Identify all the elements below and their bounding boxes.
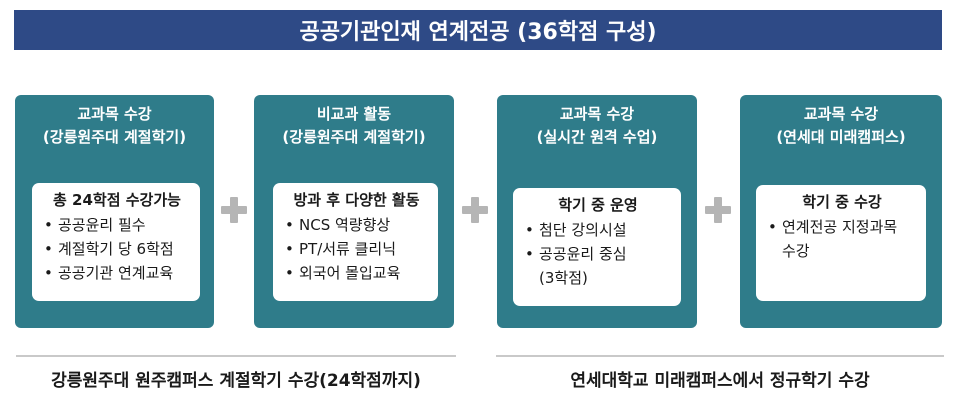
footer-left-caption: 강릉원주대 원주캠퍼스 계절학기 수강(24학점까지) — [51, 370, 421, 391]
card-detail-heading: 총 24학점 수강가능 — [53, 191, 181, 209]
card-title: 교과목 수강 (강릉원주대 계절학기) — [15, 103, 214, 149]
list-item: 공공윤리 필수 — [42, 213, 192, 237]
card-course-gwnu-seasonal: 교과목 수강 (강릉원주대 계절학기) 총 24학점 수강가능 공공윤리 필수 … — [15, 95, 214, 328]
list-item: 첨단 강의시설 — [523, 218, 673, 242]
footer-right-caption: 연세대학교 미래캠퍼스에서 정규학기 수강 — [570, 370, 870, 391]
card-detail-box: 방과 후 다양한 활동 NCS 역량향상 PT/서류 클리닉 외국어 몰입교육 — [273, 183, 438, 301]
plus-icon — [221, 197, 247, 223]
card-detail-heading: 학기 중 운영 — [558, 196, 638, 214]
plus-icon — [462, 197, 488, 223]
list-item: NCS 역량향상 — [283, 213, 430, 237]
card-title: 교과목 수강 (연세대 미래캠퍼스) — [740, 103, 942, 149]
list-item: 공공윤리 중심 — [523, 242, 673, 266]
card-detail-list: 연계전공 지정과목 수강 — [766, 215, 918, 263]
card-title-line-2: (강릉원주대 계절학기) — [42, 128, 187, 146]
list-item: 외국어 몰입교육 — [283, 261, 430, 285]
footer-divider-left — [16, 355, 456, 357]
card-title-line-1: 교과목 수강 — [77, 105, 152, 123]
card-title: 교과목 수강 (실시간 원격 수업) — [497, 103, 697, 149]
page-title-banner: 공공기관인재 연계전공 (36학점 구성) — [14, 10, 942, 50]
card-extracurricular: 비교과 활동 (강릉원주대 계절학기) 방과 후 다양한 활동 NCS 역량향상… — [254, 95, 454, 328]
footer-divider-right — [496, 355, 944, 357]
page-title: 공공기관인재 연계전공 (36학점 구성) — [299, 20, 657, 45]
card-detail-list: 첨단 강의시설 공공윤리 중심 (3학점) — [523, 218, 673, 290]
plus-icon — [705, 197, 731, 223]
card-detail-heading: 학기 중 수강 — [802, 193, 882, 211]
card-detail-list: NCS 역량향상 PT/서류 클리닉 외국어 몰입교육 — [283, 213, 430, 285]
card-detail-box: 총 24학점 수강가능 공공윤리 필수 계절학기 당 6학점 공공기관 연계교육 — [32, 183, 200, 301]
list-item: PT/서류 클리닉 — [283, 237, 430, 261]
card-course-remote: 교과목 수강 (실시간 원격 수업) 학기 중 운영 첨단 강의시설 공공윤리 … — [497, 95, 697, 328]
card-detail-heading: 방과 후 다양한 활동 — [293, 191, 420, 209]
card-title: 비교과 활동 (강릉원주대 계절학기) — [254, 103, 454, 149]
card-title-line-1: 교과목 수강 — [559, 105, 635, 123]
card-title-line-2: (실시간 원격 수업) — [536, 128, 658, 146]
card-detail-box: 학기 중 운영 첨단 강의시설 공공윤리 중심 (3학점) — [513, 188, 681, 306]
card-title-line-2: (강릉원주대 계절학기) — [282, 128, 426, 146]
card-title-line-1: 교과목 수강 — [803, 105, 879, 123]
card-course-yonsei: 교과목 수강 (연세대 미래캠퍼스) 학기 중 수강 연계전공 지정과목 수강 — [740, 95, 942, 328]
card-detail-box: 학기 중 수강 연계전공 지정과목 수강 — [756, 185, 926, 301]
card-title-line-2: (연세대 미래캠퍼스) — [776, 128, 906, 146]
list-item-continuation: 수강 — [782, 242, 810, 260]
card-title-line-1: 비교과 활동 — [316, 105, 392, 123]
list-item: 연계전공 지정과목 — [766, 215, 918, 239]
card-detail-list: 공공윤리 필수 계절학기 당 6학점 공공기관 연계교육 — [42, 213, 192, 285]
list-item-continuation: (3학점) — [539, 269, 588, 287]
list-item: 공공기관 연계교육 — [42, 261, 192, 285]
list-item: 계절학기 당 6학점 — [42, 237, 192, 261]
